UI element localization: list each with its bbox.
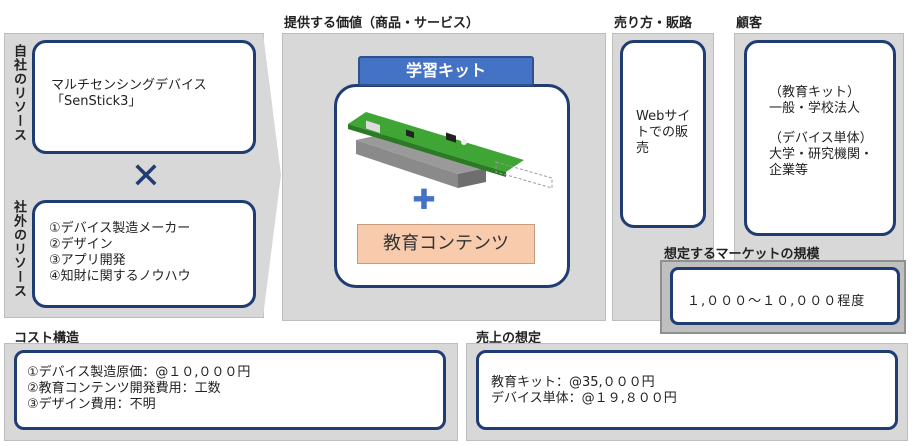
resources-arrow-tip <box>263 33 281 317</box>
device-enclosure-top <box>356 134 486 174</box>
channel-card: Webサイ トでの販 売 <box>620 40 706 228</box>
channel-header: 売り方・販路 <box>614 16 693 31</box>
cost-card: ①デバイス製造原価：@１０,０００円 ②教育コンテンツ開発費用：工数 ③デザイン… <box>14 350 446 430</box>
education-content-label: 教育コンテンツ <box>383 233 509 254</box>
learning-kit-label: 学習キット <box>405 61 486 80</box>
external-resources-text: ①デバイス製造メーカー ②デザイン ③アプリ開発 ④知財に関するノウハウ <box>49 221 191 284</box>
internal-resources-label: 自社のリソース <box>11 44 26 142</box>
external-resources-card: ①デバイス製造メーカー ②デザイン ③アプリ開発 ④知財に関するノウハウ <box>32 200 256 308</box>
channel-text: Webサイ トでの販 売 <box>636 109 691 156</box>
revenue-text: 教育キット：@35,０００円 デバイス単体：@１９,８００円 <box>491 375 677 406</box>
customer-card: （教育キット） 一般・学校法人 （デバイス単体） 大学・研究機関・ 企業等 <box>744 40 896 236</box>
cost-text: ①デバイス製造原価：@１０,０００円 ②教育コンテンツ開発費用：工数 ③デザイン… <box>27 365 251 412</box>
education-content-box: 教育コンテンツ <box>357 224 535 264</box>
circuit-board-edge <box>348 124 506 177</box>
internal-resources-card: マルチセンシングデバイス 「SenStick3」 <box>32 40 256 154</box>
customer-header: 顧客 <box>736 16 763 31</box>
external-resources-label: 社外のリソース <box>11 200 26 298</box>
board-chip <box>446 132 456 143</box>
plus-icon: ✚ <box>412 183 436 216</box>
revenue-header: 売上の想定 <box>476 331 542 346</box>
customer-text: （教育キット） 一般・学校法人 （デバイス単体） 大学・研究機関・ 企業等 <box>769 85 874 178</box>
circuit-board <box>348 112 524 172</box>
market-header: 想定するマーケットの規模 <box>664 247 820 262</box>
board-chip <box>406 129 414 139</box>
market-value: １,０００〜１０,０００程度 <box>687 294 866 309</box>
cost-header: コスト構造 <box>14 331 80 346</box>
revenue-card: 教育キット：@35,０００円 デバイス単体：@１９,８００円 <box>476 350 898 430</box>
device-enclosure-side <box>356 140 458 188</box>
board-component <box>366 120 380 134</box>
board-led <box>461 139 467 145</box>
device-illustration <box>348 112 553 189</box>
learning-kit-banner: 学習キット <box>358 56 534 86</box>
value-header: 提供する価値（商品・サービス） <box>284 16 480 31</box>
device-enclosure-end <box>458 168 486 188</box>
market-card: １,０００〜１０,０００程度 <box>670 267 900 325</box>
cross-icon: ✕ <box>130 156 162 197</box>
internal-resources-text: マルチセンシングデバイス 「SenStick3」 <box>51 78 207 109</box>
